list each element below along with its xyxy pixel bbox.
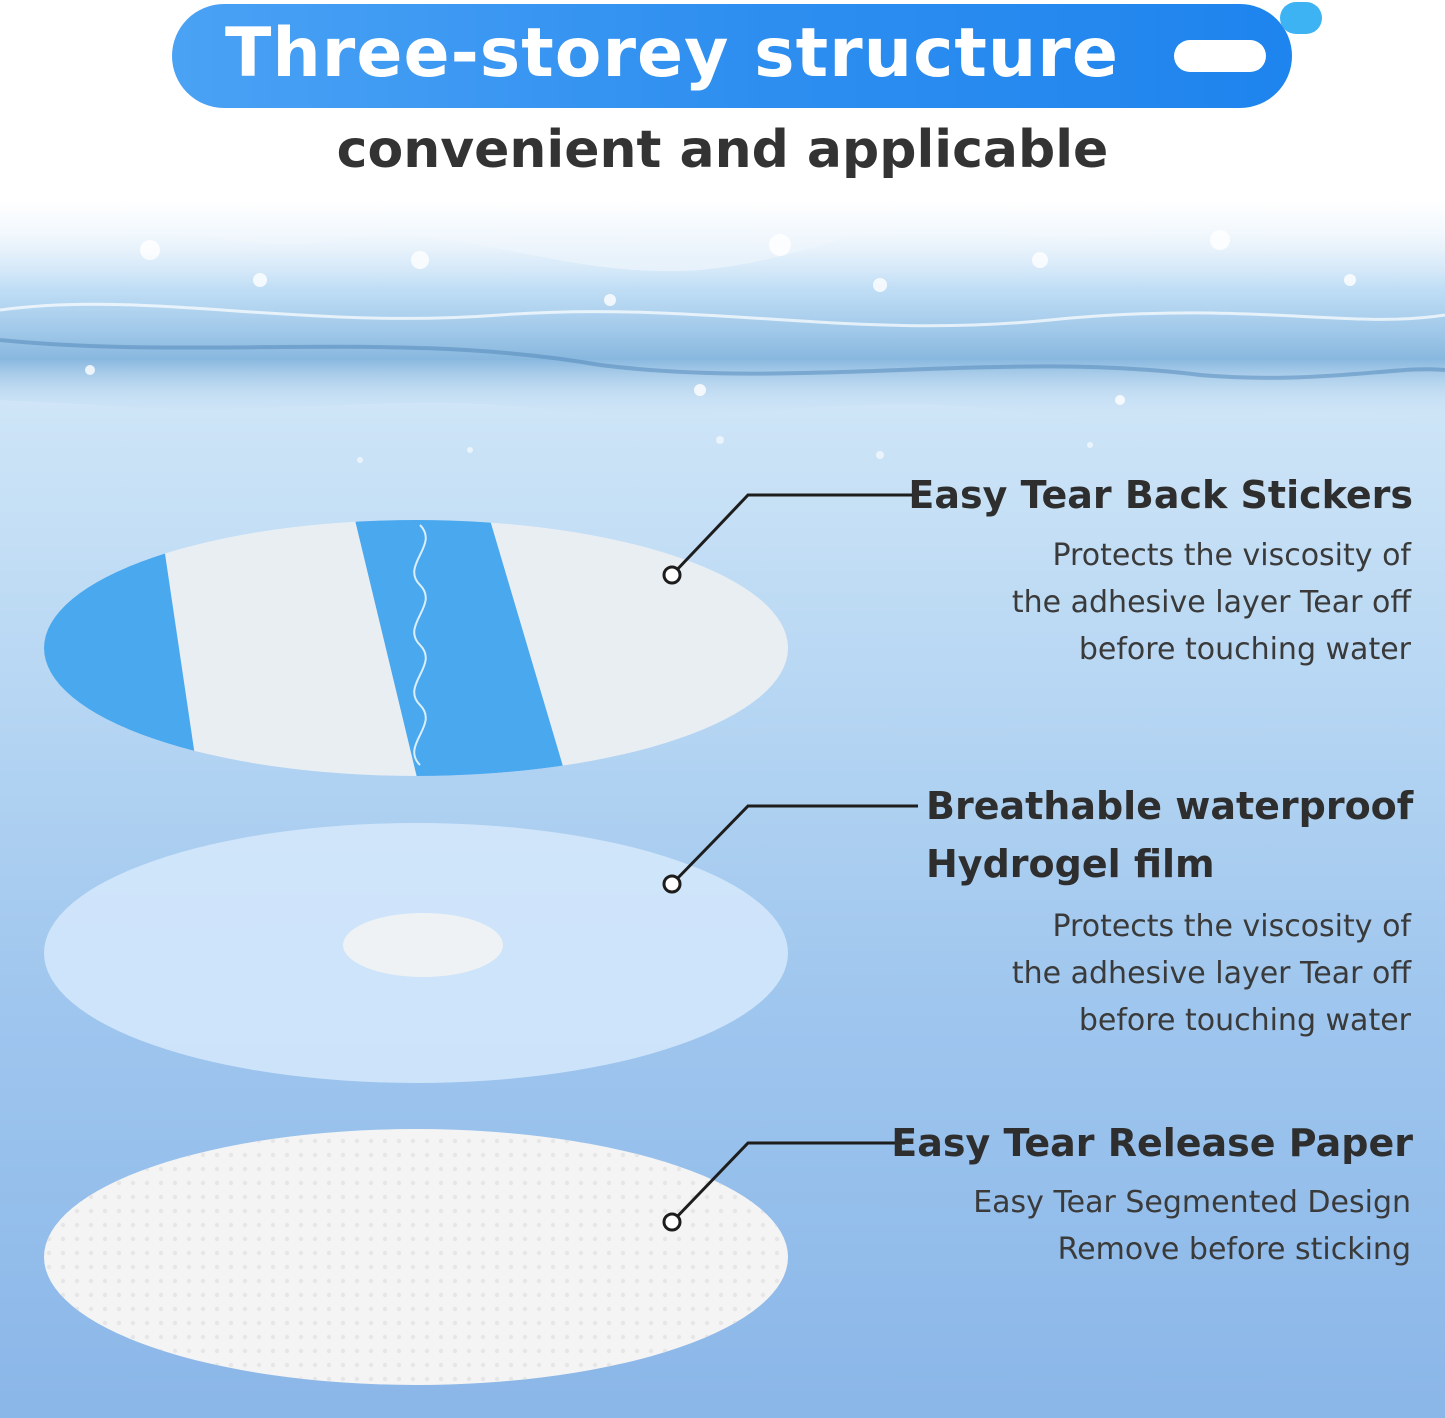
pointer-dot-2	[662, 874, 682, 894]
layer-2-title: Breathable waterproof Hydrogel film	[926, 784, 1414, 886]
banner-swoosh-icon	[1174, 2, 1322, 72]
layer-1-description: Protects the viscosity of the adhesive l…	[1011, 538, 1411, 667]
layer-3-description: Easy Tear Segmented Design Remove before…	[973, 1185, 1411, 1267]
layer-3-title: Easy Tear Release Paper	[891, 1121, 1413, 1165]
page-subtitle: convenient and applicable	[336, 120, 1109, 180]
hydrogel-film-layer	[44, 823, 788, 1083]
release-paper-layer	[44, 1129, 788, 1385]
back-sticker-layer	[44, 520, 788, 776]
pointer-dot-1	[662, 565, 682, 585]
header-banner	[172, 4, 1292, 108]
layer-1-title: Easy Tear Back Stickers	[908, 473, 1413, 517]
page-title: Three-storey structure	[225, 14, 1119, 93]
pointer-dot-3	[662, 1212, 682, 1232]
water-splash-illustration	[0, 217, 1445, 463]
layer-2-description: Protects the viscosity of the adhesive l…	[1011, 909, 1411, 1038]
